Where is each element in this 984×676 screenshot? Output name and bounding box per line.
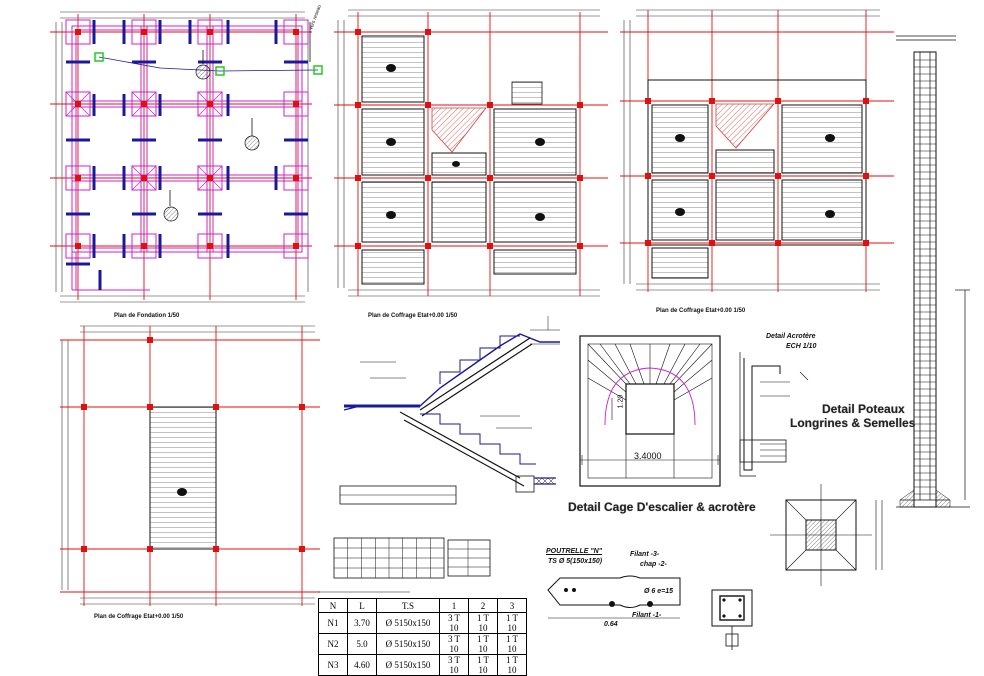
table-row: N3 4.60 Ø 5150x150 3 T 10 1 T 10 1 T 10 [318, 654, 527, 676]
poutrelle-bar: Ø 6 e=15 [644, 588, 673, 595]
table-cell: Ø 5150x150 [376, 633, 440, 655]
drawing-sheet: vers reseau [50, 4, 970, 650]
rebar-header-n: N [318, 598, 348, 613]
plan-coffrage-3 [60, 325, 320, 606]
plan-foundation-title: Plan de Fondation 1/50 [114, 313, 180, 319]
table-cell: Ø 5150x150 [376, 612, 440, 634]
table-cell: 1 T 10 [468, 633, 498, 655]
table-cell: N3 [318, 654, 348, 676]
stair-width-dimension: 3.4000 [634, 451, 662, 461]
table-row: N2 5.0 Ø 5150x150 3 T 10 1 T 10 1 T 10 [318, 633, 527, 655]
poutrelle-chap2: chap -2- [640, 561, 667, 568]
rebar-header-1: 1 [439, 598, 469, 613]
plan-coffrage-2-title: Plan de Coffrage Etat+0.00 1/50 [656, 308, 746, 314]
poteaux-detail-title: Detail Poteaux [822, 402, 905, 416]
poutrelle-width: 0.64 [604, 621, 618, 628]
stair-depth-dimension: 1.20 [617, 394, 625, 409]
table-cell: 4.60 [347, 654, 377, 676]
rebar-header-2: 2 [468, 598, 498, 613]
table-cell: 1 T 10 [497, 654, 527, 676]
rebar-header-ts: T.S [376, 598, 440, 613]
table-cell: 1 T 10 [497, 633, 527, 655]
table-cell: Ø 5150x150 [376, 654, 440, 676]
table-cell: 1 T 10 [468, 654, 498, 676]
plan-coffrage-3-title: Plan de Coffrage Etat+0.00 1/50 [94, 614, 184, 620]
rebar-header-l: L [347, 598, 377, 613]
stair-detail-title: Detail Cage D'escalier & acrotère [568, 500, 756, 514]
poutrelle-title: POUTRELLE "N" [546, 548, 603, 555]
column-section-small [711, 589, 753, 650]
plan-foundation: vers reseau [50, 4, 323, 303]
table-cell: 5.0 [347, 633, 377, 655]
column-elevation [896, 35, 970, 508]
poutrelle-filant1: Filant -1- [632, 612, 662, 619]
table-cell: 3 T 10 [439, 633, 469, 655]
poteaux-detail-subtitle: Longrines & Semelles [790, 416, 916, 430]
stair-cage-plan [579, 335, 721, 487]
poutrelle-filant3: Filant -3- [630, 551, 660, 558]
table-cell: 3 T 10 [439, 654, 469, 676]
rebar-table-header: N L T.S 1 2 3 [318, 598, 527, 613]
footing-detail [770, 484, 883, 586]
table-cell: N1 [318, 612, 348, 634]
plan-coffrage-1-title: Plan de Coffrage Etat+0.00 1/50 [368, 313, 458, 319]
poutrelle-section-label: TS Ø 5(150x150) [548, 558, 603, 565]
table-cell: 1 T 10 [468, 612, 498, 634]
plan-coffrage-1 [334, 9, 608, 297]
stair-section [339, 316, 560, 505]
acrotere-title: Detail Acrotère [766, 333, 816, 340]
table-cell: N2 [318, 633, 348, 655]
acrotere-detail [739, 352, 809, 477]
table-row: N1 3.70 Ø 5150x150 3 T 10 1 T 10 1 T 10 [318, 612, 527, 634]
poutrelle-section [547, 575, 681, 619]
plan-coffrage-2 [620, 9, 894, 292]
rebar-header-3: 3 [497, 598, 527, 613]
table-cell: 3 T 10 [439, 612, 469, 634]
steel-schedule [318, 537, 491, 593]
acrotere-scale: ECH 1/10 [786, 343, 817, 350]
table-cell: 1 T 10 [497, 612, 527, 634]
table-cell: 3.70 [347, 612, 377, 634]
svg-text:vers reseau: vers reseau [308, 4, 323, 31]
rebar-table: N L T.S 1 2 3 N1 3.70 Ø 5150x150 3 T 10 … [318, 598, 527, 676]
